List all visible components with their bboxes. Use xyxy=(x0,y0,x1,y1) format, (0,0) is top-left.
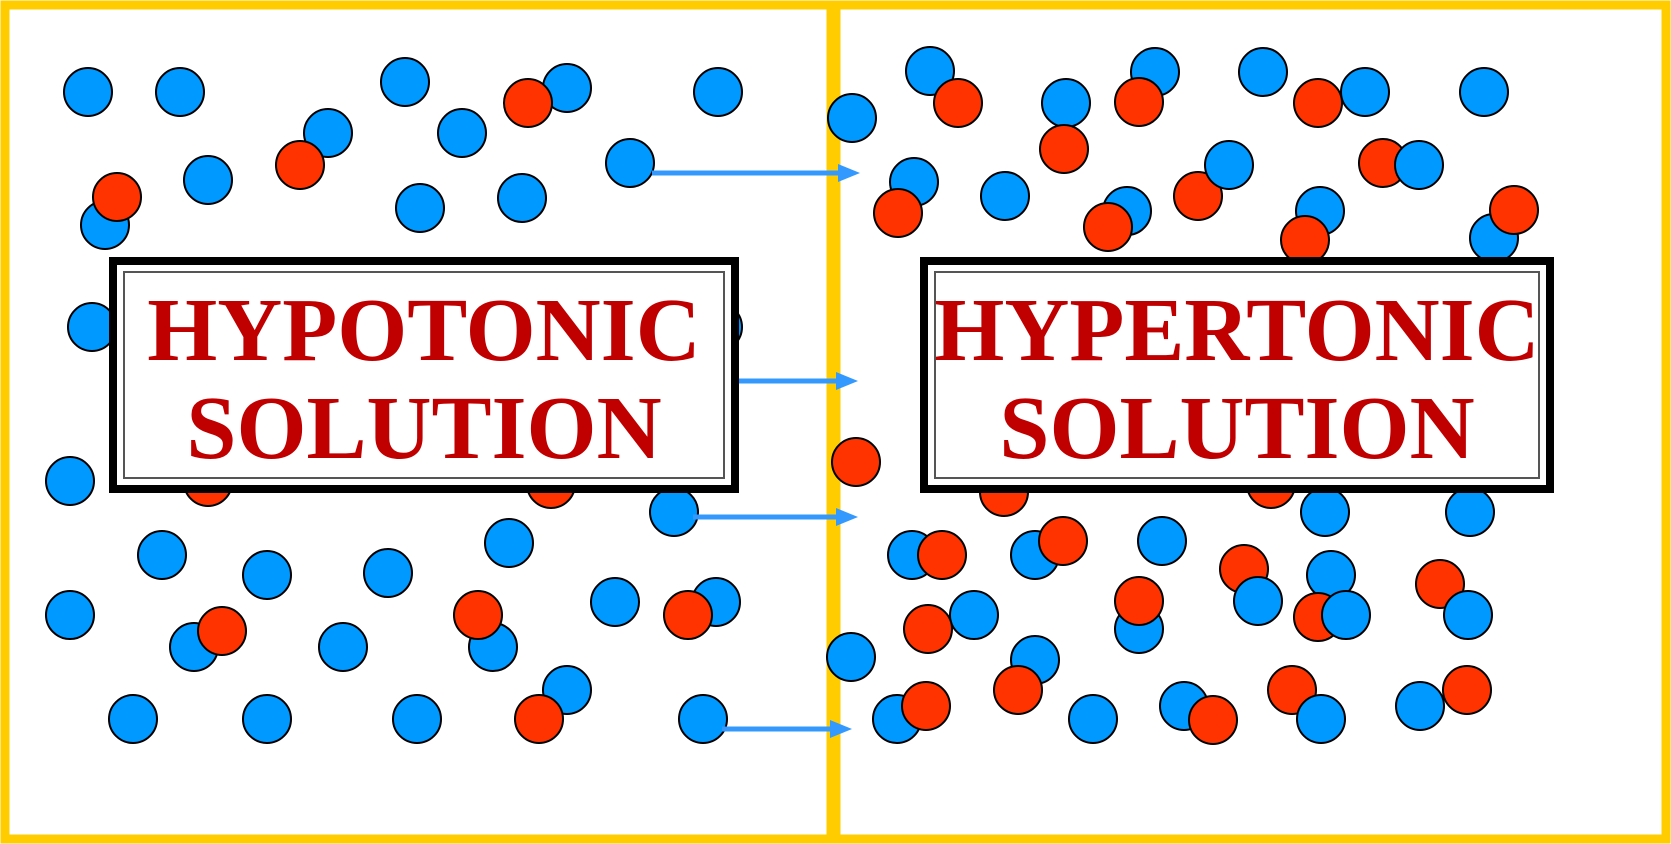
water-molecule xyxy=(364,549,412,597)
water-molecule xyxy=(828,94,876,142)
solute-molecule xyxy=(1294,79,1342,127)
solute-molecule xyxy=(904,605,952,653)
water-molecule xyxy=(1395,141,1443,189)
water-molecule xyxy=(243,695,291,743)
water-molecule xyxy=(396,184,444,232)
solute-molecule xyxy=(994,666,1042,714)
hypotonic-label-line2: SOLUTION xyxy=(186,379,661,478)
water-molecule xyxy=(827,633,875,681)
solute-molecule xyxy=(1040,125,1088,173)
water-molecule xyxy=(1138,517,1186,565)
solute-molecule xyxy=(515,695,563,743)
water-molecule xyxy=(64,68,112,116)
water-molecule xyxy=(138,531,186,579)
water-molecule xyxy=(591,578,639,626)
water-molecule xyxy=(438,109,486,157)
solute-molecule xyxy=(1490,186,1538,234)
solute-molecule xyxy=(198,607,246,655)
water-molecule xyxy=(1341,68,1389,116)
water-molecule xyxy=(109,695,157,743)
hypotonic-label-box: HYPOTONIC SOLUTION xyxy=(113,261,735,489)
water-molecule xyxy=(381,58,429,106)
solute-molecule xyxy=(1443,666,1491,714)
water-molecule xyxy=(46,591,94,639)
solute-molecule xyxy=(1281,216,1329,264)
water-molecule xyxy=(981,172,1029,220)
water-molecule xyxy=(650,488,698,536)
water-molecule xyxy=(46,457,94,505)
water-molecule xyxy=(1460,68,1508,116)
water-molecule xyxy=(1446,488,1494,536)
water-molecule xyxy=(68,303,116,351)
solute-molecule xyxy=(1084,203,1132,251)
solute-molecule xyxy=(454,591,502,639)
water-molecule xyxy=(243,551,291,599)
water-molecule xyxy=(694,68,742,116)
water-molecule xyxy=(950,591,998,639)
solute-molecule xyxy=(1115,577,1163,625)
water-molecule xyxy=(1301,488,1349,536)
water-molecule xyxy=(1322,591,1370,639)
water-molecule xyxy=(1205,141,1253,189)
water-molecule xyxy=(679,695,727,743)
solute-molecule xyxy=(918,531,966,579)
water-molecule xyxy=(1444,591,1492,639)
water-molecule xyxy=(156,68,204,116)
water-molecule xyxy=(498,174,546,222)
water-molecule xyxy=(1396,682,1444,730)
solute-molecule xyxy=(504,79,552,127)
water-molecule xyxy=(1297,695,1345,743)
water-molecule xyxy=(1042,79,1090,127)
solute-molecule xyxy=(93,173,141,221)
solute-molecule xyxy=(1039,517,1087,565)
hypertonic-label-line2: SOLUTION xyxy=(999,379,1474,478)
solute-molecule xyxy=(276,141,324,189)
water-molecule xyxy=(1239,48,1287,96)
solute-molecule xyxy=(664,591,712,639)
hypertonic-label-box: HYPERTONIC SOLUTION xyxy=(924,261,1550,489)
water-molecule xyxy=(485,519,533,567)
water-molecule xyxy=(1069,695,1117,743)
hypotonic-label-line1: HYPOTONIC xyxy=(147,281,700,380)
solute-molecule xyxy=(874,189,922,237)
solute-molecule xyxy=(832,438,880,486)
water-molecule xyxy=(1234,577,1282,625)
solute-molecule xyxy=(934,79,982,127)
solute-molecule xyxy=(1115,78,1163,126)
solute-molecule xyxy=(1189,696,1237,744)
water-molecule xyxy=(393,695,441,743)
water-molecule xyxy=(606,139,654,187)
solute-molecule xyxy=(902,682,950,730)
water-molecule xyxy=(319,623,367,671)
water-molecule xyxy=(184,156,232,204)
hypertonic-label-line1: HYPERTONIC xyxy=(934,281,1539,380)
